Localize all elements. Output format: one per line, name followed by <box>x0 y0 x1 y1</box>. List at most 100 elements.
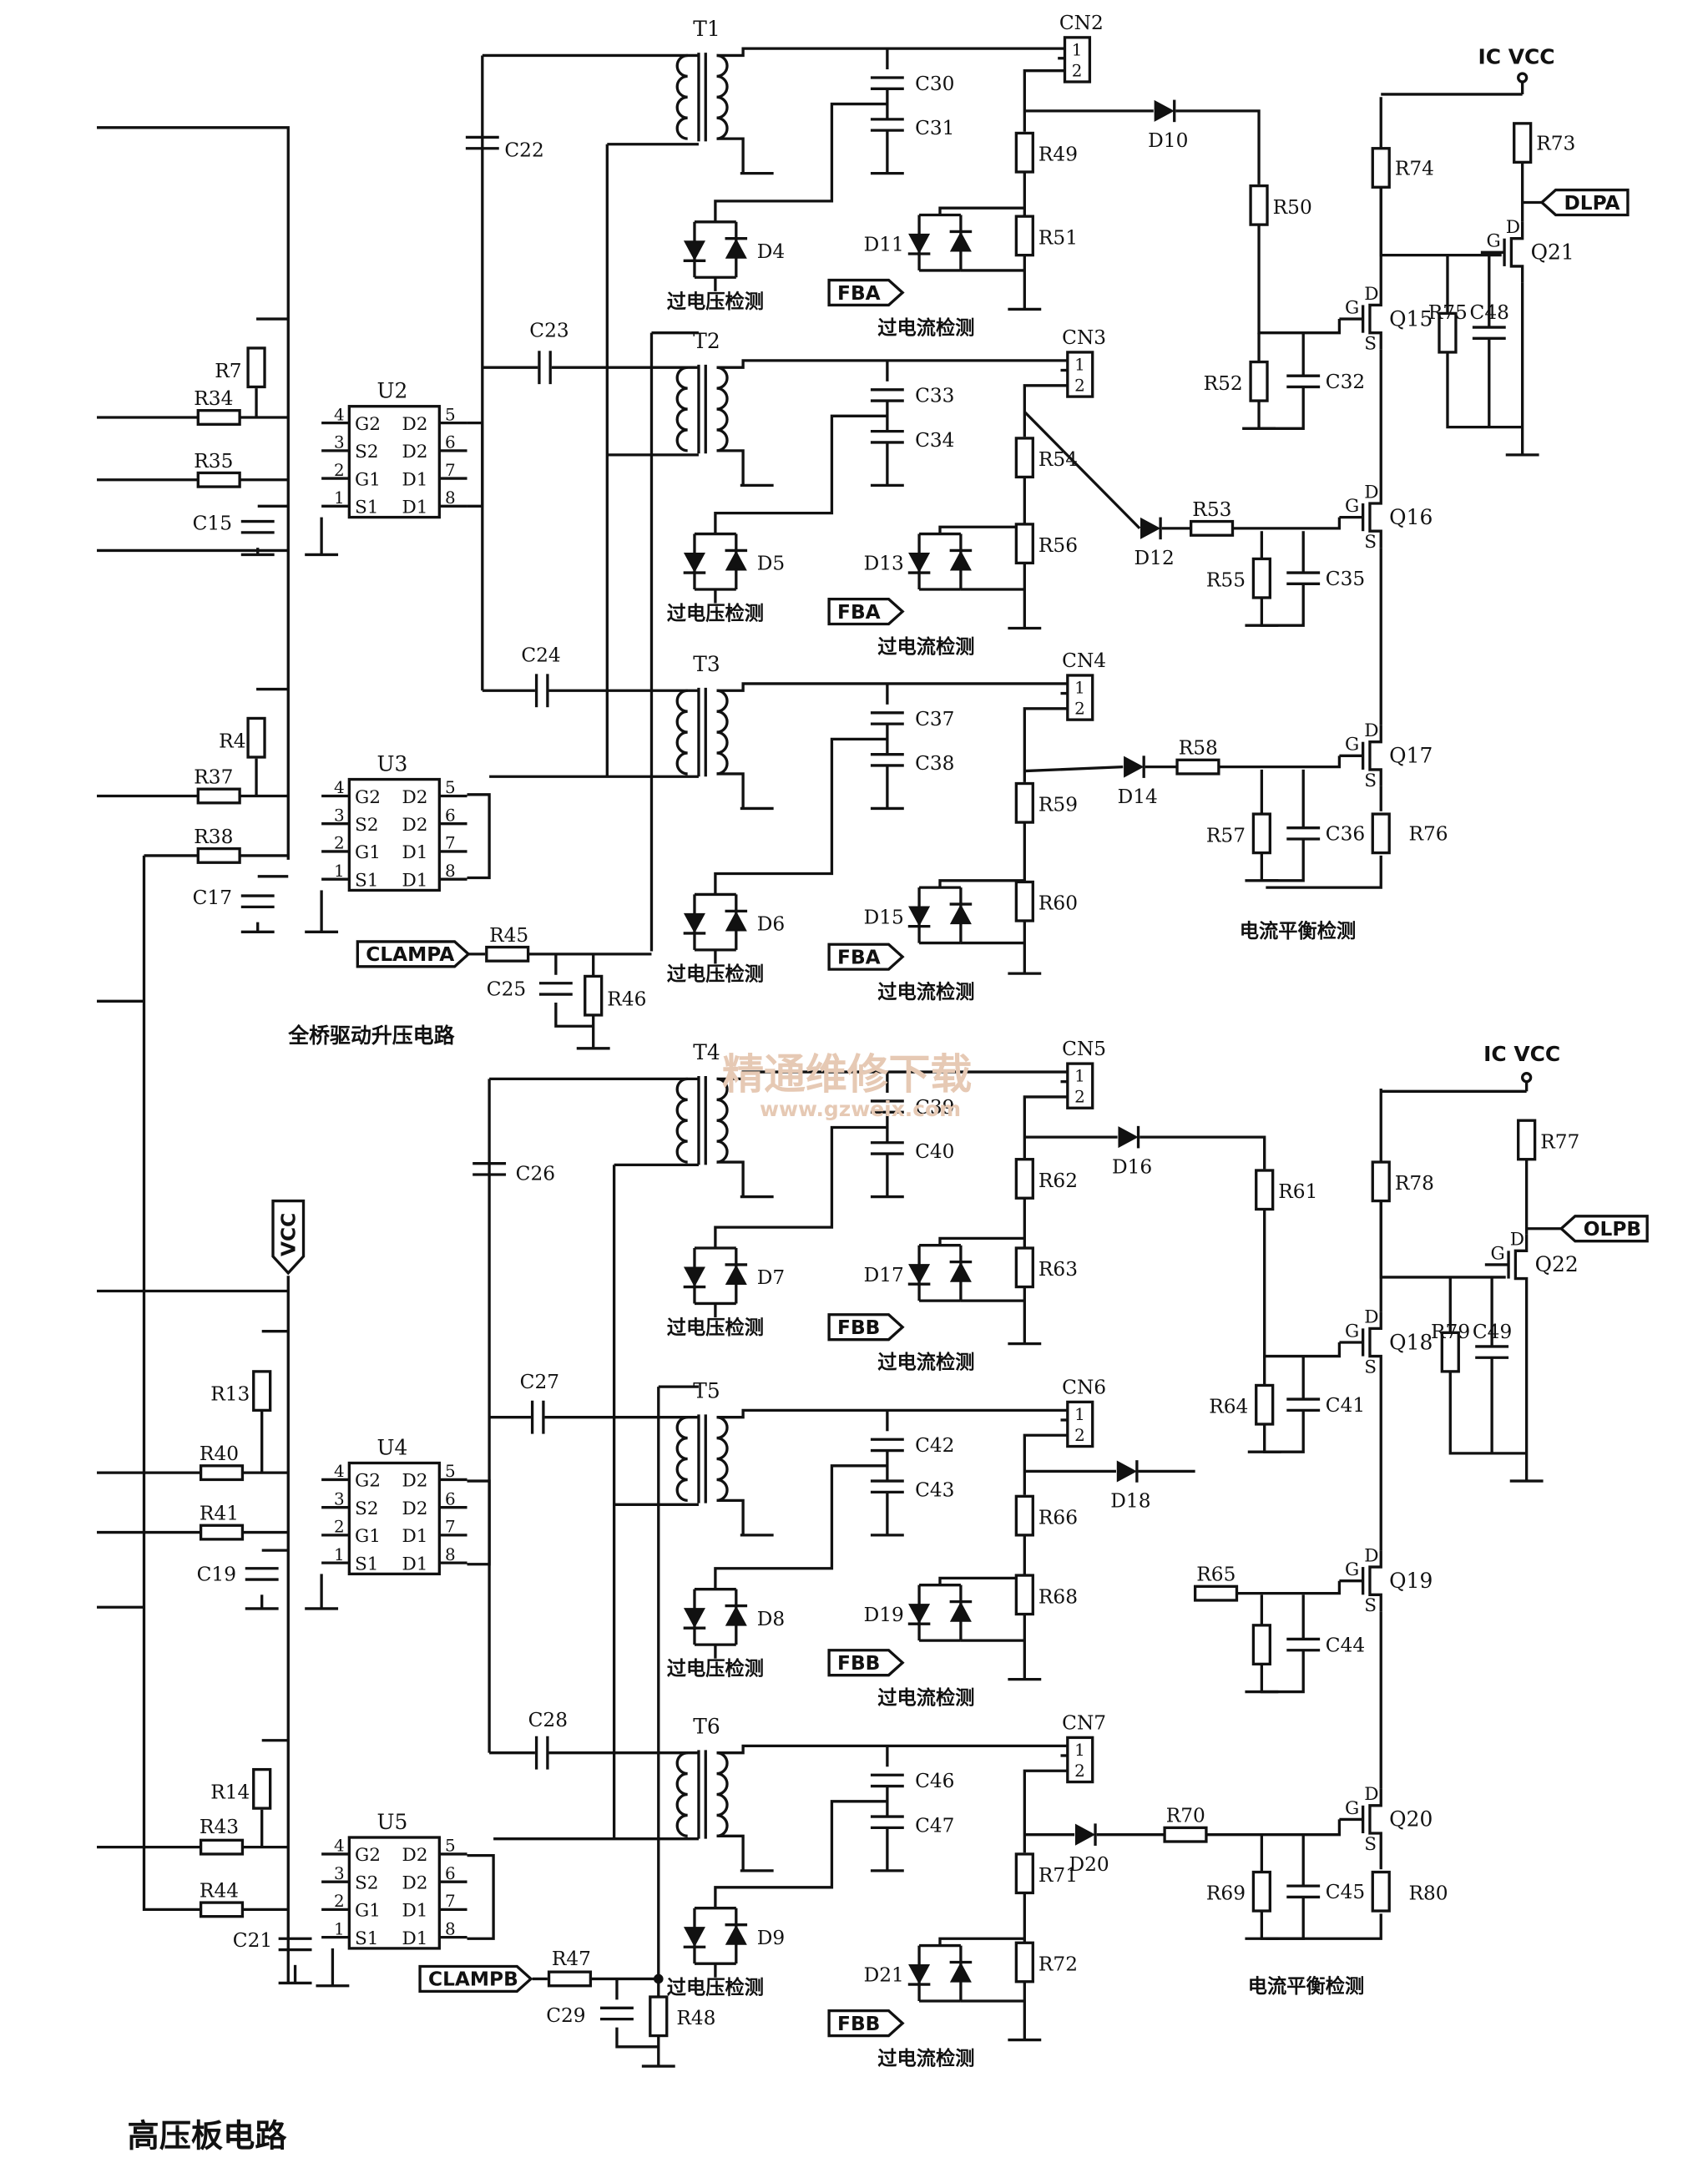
capacitor-label: C29 <box>546 2004 585 2027</box>
connector-pin: 2 <box>1074 1426 1085 1445</box>
diode-label: D6 <box>757 913 785 936</box>
diode-up <box>949 1601 972 1622</box>
wire <box>1368 1550 1382 1612</box>
diode-label: D20 <box>1069 1853 1109 1876</box>
resistor-R38 <box>196 846 241 864</box>
chip-pin-label: G1 <box>355 842 381 863</box>
capacitor-label: C23 <box>529 320 568 342</box>
junction-dot <box>653 1973 664 1984</box>
chip-label: U4 <box>377 1436 408 1460</box>
transformer-coil <box>716 53 729 140</box>
chip-pin-number: 8 <box>445 1545 456 1564</box>
transformer-coil <box>716 1751 729 1838</box>
capacitor-label: C33 <box>915 385 954 407</box>
connector-label: CN5 <box>1062 1038 1106 1060</box>
diode-up <box>725 550 747 571</box>
wire <box>714 1125 887 1249</box>
resistor-R54 <box>1014 437 1034 479</box>
chip-pin-label: D2 <box>402 1471 427 1492</box>
resistor-R60 <box>1014 880 1034 922</box>
wire <box>1232 517 1342 530</box>
chip-pin-label: D2 <box>402 1845 427 1866</box>
wire <box>1368 725 1382 786</box>
wire <box>716 1070 1068 1081</box>
wire <box>1260 1650 1305 1694</box>
wire <box>1023 1433 1068 1495</box>
wire <box>1023 1769 1068 1853</box>
signal-label: FBA <box>837 282 881 305</box>
ocp-label: 过电流检测 <box>877 1352 974 1374</box>
transformer-label: T2 <box>693 329 720 353</box>
capacitor-label: C45 <box>1326 1881 1365 1903</box>
chip-pin-label: G1 <box>355 1526 381 1547</box>
signal-label: FBA <box>837 601 881 624</box>
chip-pin-number: 6 <box>445 1864 456 1883</box>
wire <box>1023 707 1068 782</box>
resistor-R80 <box>1371 1870 1391 1913</box>
resistor-R40 <box>199 1464 245 1482</box>
ocp-label: 过电流检测 <box>877 1687 974 1710</box>
transformer-coil <box>675 53 688 140</box>
wire <box>716 772 745 809</box>
chip-pin-number: 2 <box>334 1518 345 1537</box>
wire <box>1260 584 1305 627</box>
capacitor-label: C44 <box>1326 1634 1365 1656</box>
diode-D20 <box>1074 1823 1096 1846</box>
mosfet-label: Q21 <box>1531 240 1574 265</box>
signal-tag-FBA <box>827 942 905 971</box>
ovp-label: 过电压检测 <box>667 291 764 313</box>
chip-label: U2 <box>377 379 408 403</box>
resistor-R71 <box>1014 1852 1034 1895</box>
wire <box>1448 1371 1527 1455</box>
chip-pin-number: 8 <box>445 1919 456 1938</box>
signal-tag-CLAMPA <box>356 940 471 968</box>
resistor-R72 <box>1014 1941 1034 1983</box>
signal-label: FBB <box>837 1652 880 1675</box>
mosfet-pin-label: S <box>1364 1834 1377 1855</box>
diode-label: D12 <box>1134 547 1175 569</box>
resistor-label: R45 <box>489 924 528 947</box>
diode-up <box>949 550 972 571</box>
signal-tag-OLPB <box>1559 1215 1649 1243</box>
chip-pin-number: 5 <box>445 1462 456 1481</box>
resistor-label: R73 <box>1536 132 1575 154</box>
chip-pin-number: 2 <box>334 461 345 480</box>
resistor-R58 <box>1175 758 1220 776</box>
signal-label: CLAMPB <box>428 1968 518 1991</box>
transformer-label: T5 <box>693 1378 720 1402</box>
resistor-R55 <box>1251 557 1272 599</box>
ic-vcc-terminal <box>1517 72 1529 83</box>
chip-pin-label: D1 <box>402 870 427 891</box>
connector-pin: 1 <box>1074 356 1085 375</box>
diode-up <box>949 1261 972 1282</box>
chip-pin-number: 3 <box>334 806 345 825</box>
resistor-label: R37 <box>194 766 233 789</box>
mosfet-pin-label: D <box>1506 217 1520 238</box>
connector-CN6 <box>1066 1400 1094 1448</box>
diode-down <box>908 1604 931 1625</box>
balance-label: 电流平衡检测 <box>1248 1975 1365 1998</box>
wire <box>716 682 1068 692</box>
capacitor-label: C36 <box>1326 823 1365 846</box>
resistor-label: R74 <box>1395 157 1434 179</box>
connector-pin: 2 <box>1074 699 1085 718</box>
transformer-coil <box>716 1077 729 1164</box>
capacitor-label: C31 <box>915 117 954 139</box>
resistor-label: R35 <box>194 450 233 473</box>
transformer-coil <box>675 1077 688 1164</box>
resistor-label: R50 <box>1273 196 1312 219</box>
resistor-R57 <box>1251 812 1272 855</box>
connector-pin: 2 <box>1074 376 1085 395</box>
transformer-coil <box>716 689 729 776</box>
resistor-R43 <box>199 1838 245 1856</box>
wire <box>1205 1819 1342 1837</box>
chip-pin-number: 1 <box>334 1545 345 1564</box>
ocp-label: 过电流检测 <box>877 2047 974 2069</box>
diode-label: D18 <box>1110 1490 1150 1513</box>
resistor-label: R80 <box>1408 1882 1448 1905</box>
connector-label: CN3 <box>1062 326 1106 349</box>
wire <box>1368 487 1382 548</box>
chip-pin-number: 4 <box>334 405 345 424</box>
connector-pin: 2 <box>1074 1088 1085 1107</box>
chip-pin-number: 7 <box>445 461 456 480</box>
